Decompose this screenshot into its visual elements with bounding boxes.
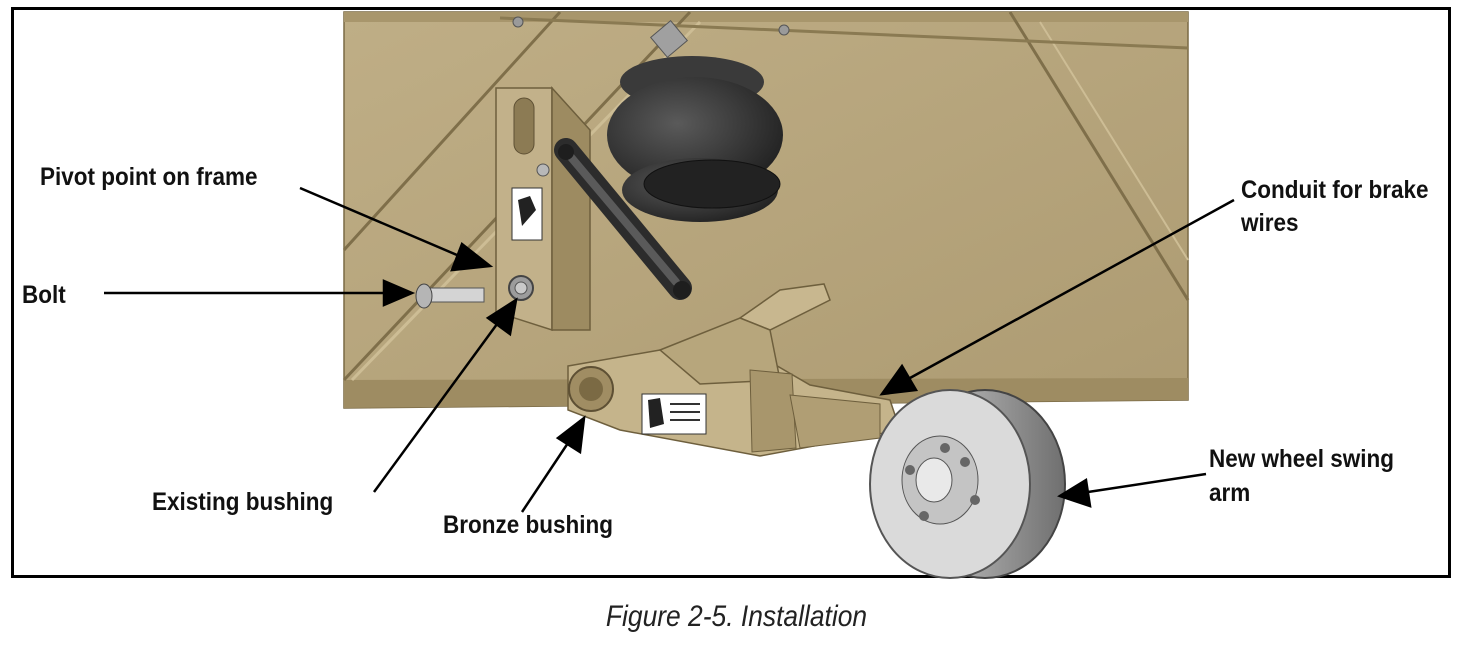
air-spring [607, 19, 783, 222]
arrow-swing-arm [1087, 472, 1207, 494]
wheel-hub [869, 389, 1066, 579]
arrow-existing-bushing [372, 319, 502, 493]
swing-arm [567, 283, 901, 457]
arrow-bronze-bushing [520, 439, 572, 513]
bolt [415, 283, 485, 309]
label-bolt: Bolt [22, 281, 66, 309]
figure-caption: Figure 2-5. Installation [605, 600, 868, 633]
pivot-bracket [495, 86, 591, 332]
label-pivot-point: Pivot point on frame [40, 163, 258, 191]
label-bronze-bushing: Bronze bushing [443, 511, 614, 539]
label-conduit-line1: Conduit for brake [1241, 176, 1429, 204]
label-conduit-line2: wires [1241, 209, 1299, 237]
label-swing-arm-line2: arm [1209, 479, 1251, 507]
pointer-arrows [104, 186, 1235, 513]
label-swing-arm-line1: New wheel swing [1209, 445, 1395, 473]
shock-absorber [554, 138, 692, 300]
arrow-pivot-point [299, 186, 465, 260]
label-existing-bushing: Existing bushing [152, 488, 334, 516]
arrow-conduit [909, 198, 1235, 380]
